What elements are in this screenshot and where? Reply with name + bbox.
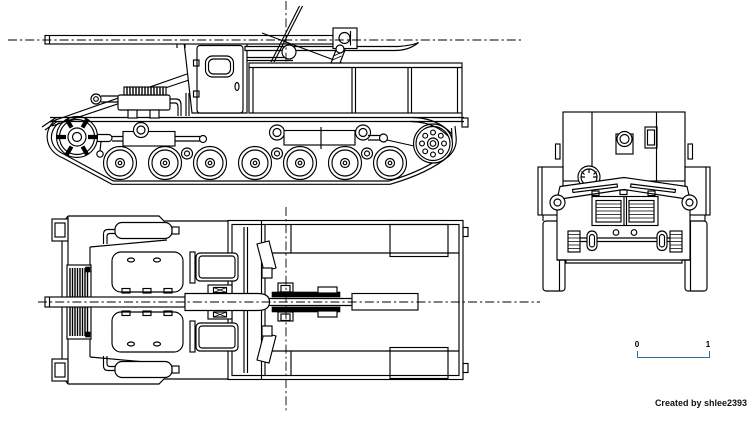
cargo-bed <box>247 56 463 114</box>
suspension <box>93 121 415 158</box>
engine-hatch <box>111 311 184 353</box>
credit-text: Created by shlee2393 <box>654 398 747 408</box>
tow-bracket <box>51 358 69 382</box>
front-tow-hooks <box>549 194 698 211</box>
roof-hatch <box>195 252 239 282</box>
scale-bracket <box>637 351 710 358</box>
cab <box>176 41 248 114</box>
front-plate <box>556 189 691 264</box>
roof-hatch <box>195 322 239 352</box>
trunnion-bar <box>271 291 341 298</box>
vision-port <box>644 126 658 149</box>
door-hinge <box>192 90 200 98</box>
cowl-vent <box>629 183 677 194</box>
front-view <box>537 111 711 292</box>
tow-bracket <box>51 218 69 242</box>
scale-end-label: 1 <box>705 340 711 349</box>
idler-wheel <box>412 123 454 164</box>
muffler <box>114 221 173 240</box>
side-view <box>8 1 523 185</box>
top-cab-roof <box>189 251 239 353</box>
door-window <box>204 55 235 78</box>
door-handle <box>234 81 240 92</box>
muffler <box>114 360 173 379</box>
engine-hatch <box>111 251 184 293</box>
engine-muffler <box>90 86 190 119</box>
rear-fender-arc <box>410 116 453 137</box>
fender-line <box>50 116 464 123</box>
door-hinge <box>192 59 200 67</box>
travel-lock-strut <box>270 5 304 63</box>
trunnion-bar <box>271 306 341 313</box>
road-wheels <box>102 145 408 181</box>
scale-start-label: 0 <box>634 340 640 349</box>
top-view <box>38 207 540 413</box>
cowl-vent <box>571 183 619 194</box>
front-cab <box>554 111 694 182</box>
tail-light <box>461 117 469 128</box>
breech <box>332 27 358 50</box>
drive-sprocket <box>55 115 99 159</box>
